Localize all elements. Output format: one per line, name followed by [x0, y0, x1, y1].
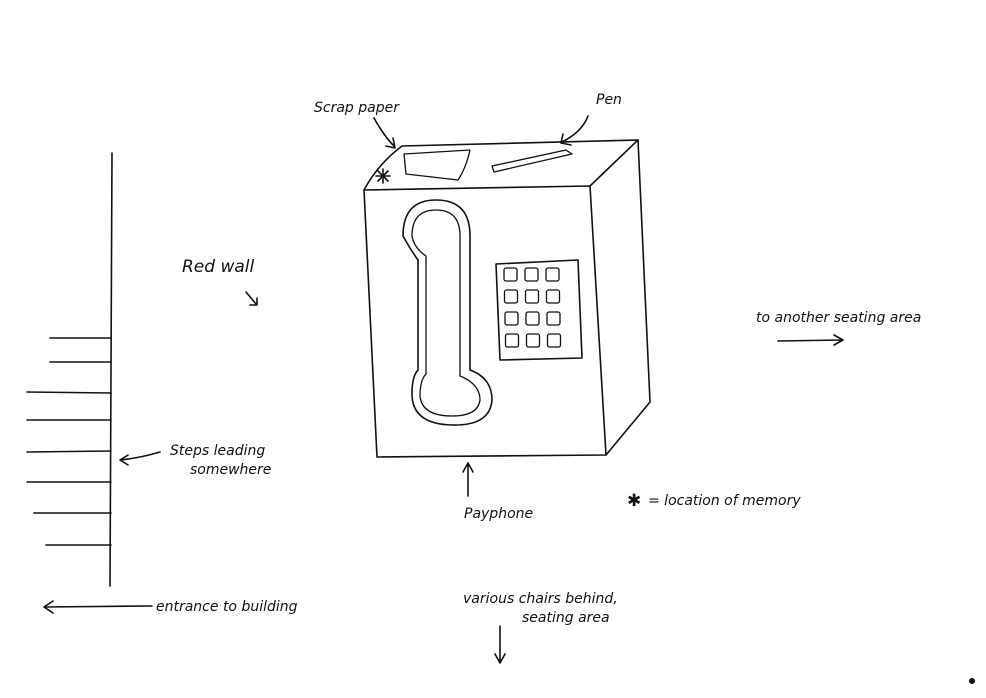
arrow-chairs: [494, 625, 506, 664]
keypad-key: [524, 289, 540, 304]
keypad-key: [545, 267, 560, 282]
ink-dot: [969, 678, 975, 684]
label-scrap-paper: Scrap paper: [314, 100, 400, 116]
label-chairs-2: seating area: [522, 610, 610, 626]
keypad-key: [545, 289, 561, 304]
keypad-key: [546, 333, 562, 348]
arrow-other-seating: [777, 334, 844, 346]
label-entrance: entrance to building: [156, 599, 298, 615]
step-line: [26, 391, 112, 394]
payphone-drawing: [363, 139, 651, 458]
arrow-pen: [560, 115, 589, 146]
memory-star-icon: [375, 168, 391, 184]
keypad-key: [546, 311, 561, 326]
keypad-key: [504, 311, 519, 326]
keypad-keys: [503, 267, 562, 348]
scrap-paper-shape: [403, 149, 471, 181]
label-other-seating: to another seating area: [756, 310, 921, 326]
keypad-key: [504, 333, 520, 348]
arrow-scrap-paper: [373, 117, 396, 149]
label-red-wall: Red wall: [182, 257, 255, 277]
step-line: [26, 450, 112, 453]
legend-star-icon: ✱: [627, 491, 641, 511]
label-chairs-1: various chairs behind,: [463, 591, 618, 607]
label-pen: Pen: [596, 92, 622, 108]
label-steps-1: Steps leading: [170, 443, 265, 459]
arrows: [43, 115, 844, 664]
label-payphone: Payphone: [464, 506, 533, 522]
arrow-red-wall: [245, 291, 258, 306]
handset-outer: [402, 199, 493, 426]
keypad-frame: [495, 259, 583, 361]
keypad-key: [503, 267, 518, 282]
keypad-key: [503, 289, 519, 304]
handset-inner: [411, 209, 481, 417]
arrow-entrance: [43, 600, 153, 614]
wall-and-steps: [26, 152, 113, 587]
legend-text: = location of memory: [648, 493, 801, 509]
keypad-key: [525, 333, 541, 348]
arrow-steps: [119, 451, 161, 466]
pen-shape: [491, 149, 573, 173]
arrow-payphone: [462, 462, 474, 497]
keypad-key: [524, 267, 539, 282]
label-steps-2: somewhere: [190, 462, 271, 478]
keypad-key: [525, 311, 540, 326]
